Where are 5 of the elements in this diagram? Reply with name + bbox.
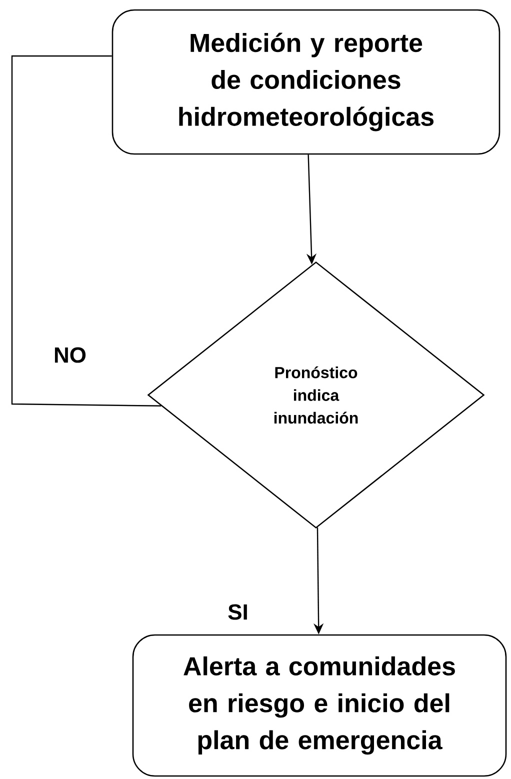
connector-line — [11, 55, 162, 406]
process-box: Medición y reporte de condiciones hidrometeorológicas — [112, 9, 500, 155]
edge-label: NO — [54, 347, 86, 363]
process-box: Alerta a comunidades en riesgo e inicio del plan de emergencia — [132, 634, 507, 777]
edge-label: SI — [228, 604, 247, 620]
